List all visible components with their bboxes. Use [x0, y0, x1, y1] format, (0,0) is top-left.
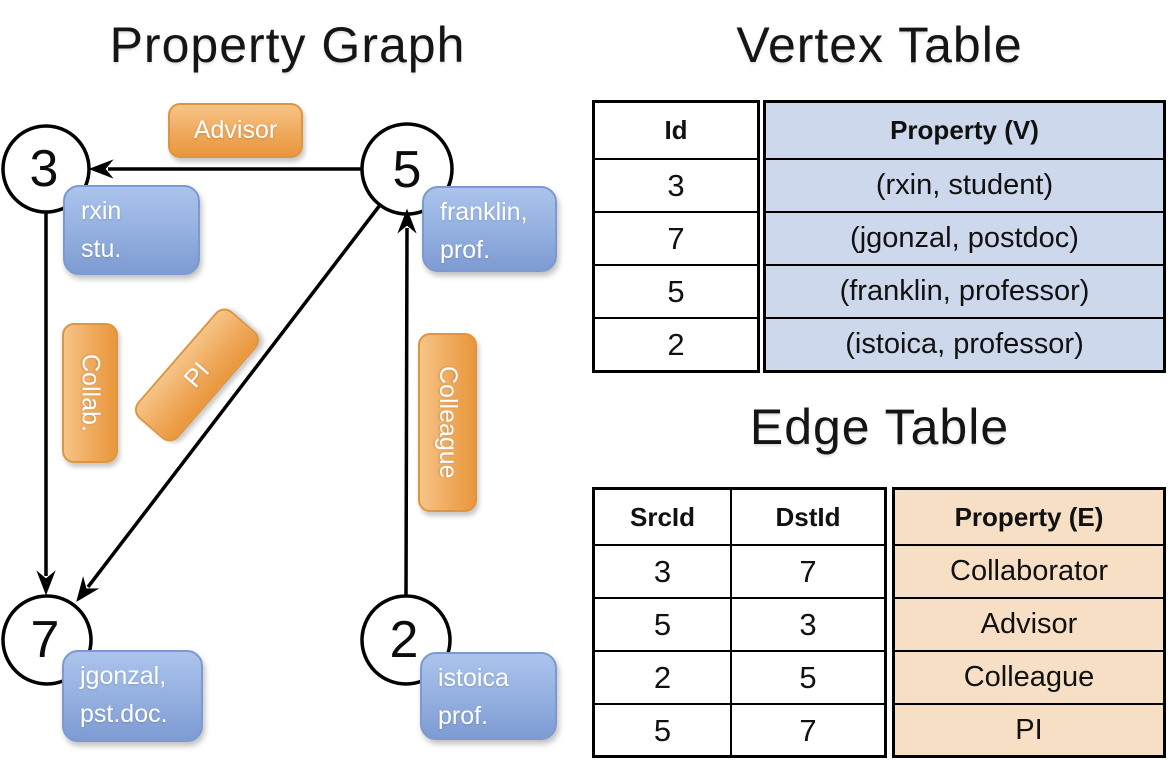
edge-line-colleague	[404, 227, 409, 597]
edge-dstid-cell: 3	[730, 599, 884, 650]
edge-arrowhead-collaborator	[36, 570, 56, 596]
edge-property-cell: PI	[895, 703, 1163, 756]
edge-label-advisor: Advisor	[168, 103, 303, 158]
node-label-5: 5	[392, 140, 422, 199]
edge-arrowhead-advisor	[88, 159, 114, 179]
vertex-property-cell: (rxin, student)	[766, 158, 1163, 211]
edge-dstid-cell: 5	[730, 652, 884, 703]
vertex-property-header: Property (V)	[890, 115, 1039, 145]
vertex-id-cell: 5	[595, 264, 757, 317]
vertex-property-cell: (franklin, professor)	[766, 264, 1163, 317]
edge-dstid-cell: 7	[730, 546, 884, 597]
edge-arrowhead-colleague	[397, 208, 417, 234]
node-label-7: 7	[30, 610, 60, 669]
node-label-2: 2	[389, 610, 419, 669]
vertex-id-cell: 2	[595, 317, 757, 370]
vertex-id-header: Id	[664, 115, 688, 145]
vertex-callout-jgonzal: jgonzal, pst.doc.	[62, 650, 203, 742]
edge-label-collab: Collab.	[62, 323, 118, 463]
edge-srcid-cell: 5	[653, 712, 672, 748]
edge-property-table: Property (E) Collaborator Advisor Collea…	[892, 487, 1166, 758]
edge-line-pi	[86, 203, 382, 589]
edge-src-dst-table: SrcId DstId 3 7 5 3 2 5 5 7	[592, 487, 887, 758]
vertex-callout-rxin: rxin stu.	[63, 185, 200, 275]
edge-dstid-cell: 7	[730, 705, 884, 756]
edge-table-title: Edge Table	[749, 399, 1010, 455]
edge-srcid-cell: 2	[653, 659, 672, 695]
graph-title: Property Graph	[109, 17, 466, 73]
edge-srcid-header: SrcId	[629, 501, 696, 532]
edge-property-cell: Advisor	[895, 597, 1163, 650]
edge-property-header: Property (E)	[954, 501, 1104, 532]
edge-srcid-cell: 5	[653, 606, 672, 642]
vertex-table-title: Vertex Table	[736, 17, 1023, 73]
edge-srcid-cell: 3	[653, 553, 672, 589]
edge-property-cell: Colleague	[895, 650, 1163, 703]
vertex-property-table: Property (V) (rxin, student) (jgonzal, p…	[763, 100, 1166, 373]
edge-dstid-header: DstId	[730, 490, 884, 544]
property-graph-section: Property Graph 3 5 7 2 Advisor Col	[1, 17, 557, 742]
edge-property-cell: Collaborator	[895, 544, 1163, 597]
edge-label-colleague: Colleague	[418, 333, 477, 512]
vertex-id-cell: 7	[595, 211, 757, 264]
vertex-property-cell: (jgonzal, postdoc)	[766, 211, 1163, 264]
vertex-callout-franklin: franklin, prof.	[422, 186, 557, 272]
node-label-3: 3	[29, 139, 59, 198]
vertex-property-cell: (istoica, professor)	[766, 317, 1163, 370]
vertex-id-cell: 3	[595, 158, 757, 211]
vertex-callout-istoica: istoica prof.	[420, 652, 557, 740]
vertex-id-table: Id 3 7 5 2	[592, 100, 760, 373]
edge-arrowhead-pi	[76, 576, 100, 603]
